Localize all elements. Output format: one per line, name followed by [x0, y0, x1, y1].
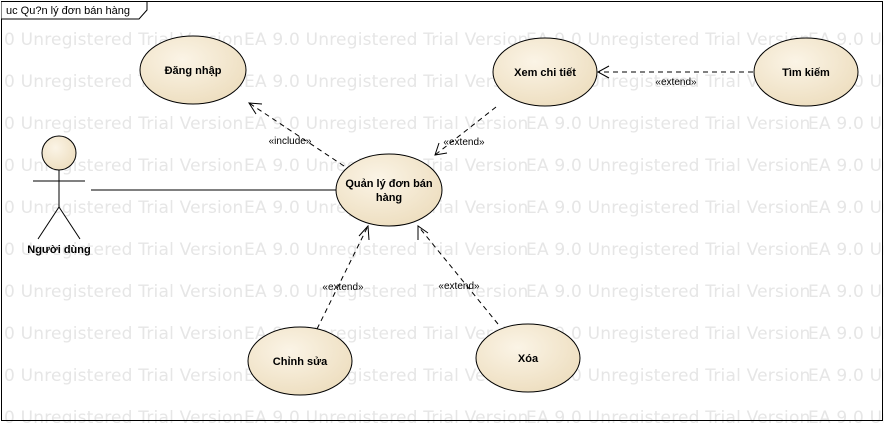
usecase-xem-chi-tiet[interactable]: Xem chi tiết: [492, 37, 598, 107]
extend-line-view-detail: [434, 106, 497, 156]
actor-left-leg: [37, 206, 60, 240]
usecase-quan-ly-don-ban-hang[interactable]: Quản lý đơn bán hàng: [335, 153, 443, 227]
usecase-quan-ly-ellipse: [335, 153, 443, 227]
include-line: [248, 102, 345, 167]
usecase-chinh-sua-label: Chỉnh sửa: [273, 356, 328, 368]
extend-arrowhead-edit: [358, 224, 370, 241]
usecase-dang-nhap[interactable]: Đăng nhập: [139, 35, 247, 105]
usecase-tim-kiem-label: Tìm kiếm: [782, 67, 830, 79]
extend-label-search: «extend»: [655, 77, 697, 88]
extend-arrowhead-search: [596, 65, 610, 79]
actor-label: Người dùng: [27, 244, 90, 256]
extend-arrowhead-view-detail: [434, 142, 448, 156]
usecase-xoa[interactable]: Xóa: [475, 323, 581, 393]
usecase-quan-ly-label-line1: Quản lý đơn bán: [345, 178, 433, 190]
usecase-xoa-label: Xóa: [518, 353, 539, 365]
include-label: «include»: [269, 136, 312, 147]
extend-label-edit: «extend»: [322, 282, 364, 293]
usecase-dang-nhap-ellipse: [139, 35, 247, 105]
usecase-tim-kiem-ellipse: [753, 37, 859, 107]
usecase-chinh-sua[interactable]: Chỉnh sửa: [247, 326, 353, 396]
frame-tab: [1, 1, 148, 20]
usecase-quan-ly-label-line2: hàng: [376, 192, 402, 204]
usecase-xem-chi-tiet-ellipse: [492, 37, 598, 107]
extend-label-view-detail: «extend»: [443, 137, 485, 148]
extend-line-delete: [417, 225, 499, 325]
extend-line-edit: [316, 225, 369, 330]
usecase-xem-chi-tiet-label: Xem chi tiết: [514, 67, 576, 79]
include-arrowhead: [248, 102, 263, 115]
usecase-tim-kiem[interactable]: Tìm kiếm: [753, 37, 859, 107]
usecase-dang-nhap-label: Đăng nhập: [165, 65, 222, 77]
extend-label-delete: «extend»: [438, 281, 480, 292]
usecase-xoa-ellipse: [475, 323, 581, 393]
frame-title: uc Qu?n lý đơn bán hàng: [6, 5, 130, 17]
usecase-chinh-sua-ellipse: [247, 326, 353, 396]
actor-nguoi-dung[interactable]: Người dùng: [27, 135, 91, 256]
actor-right-leg: [58, 206, 81, 240]
actor-head: [41, 135, 77, 171]
extend-arrowhead-delete: [417, 225, 429, 240]
